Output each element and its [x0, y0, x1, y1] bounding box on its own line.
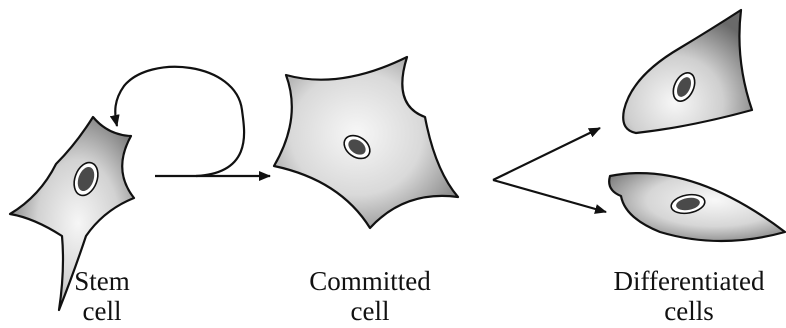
differentiation-arrow-lower — [493, 180, 606, 212]
committed-cell-label-line2: cell — [300, 296, 440, 326]
differentiated-cell-upper — [623, 10, 752, 133]
committed-cell — [274, 57, 458, 228]
differentiated-cells-label: Differentiated cells — [592, 266, 786, 326]
committed-cell-label-line1: Committed — [300, 266, 440, 296]
differentiated-cell-lower — [609, 173, 785, 241]
stem-cell-label-line2: cell — [52, 296, 152, 326]
stem-cell-label: Stem cell — [52, 266, 152, 326]
committed-cell-label: Committed cell — [300, 266, 440, 326]
differentiated-cells-label-line1: Differentiated — [592, 266, 786, 296]
differentiation-arrow-upper — [493, 128, 600, 180]
stem-cell-label-line1: Stem — [52, 266, 152, 296]
differentiated-cells-label-line2: cells — [592, 296, 786, 326]
differentiated-cell-upper-body — [623, 10, 752, 133]
self-renewal-arrow — [115, 67, 244, 176]
